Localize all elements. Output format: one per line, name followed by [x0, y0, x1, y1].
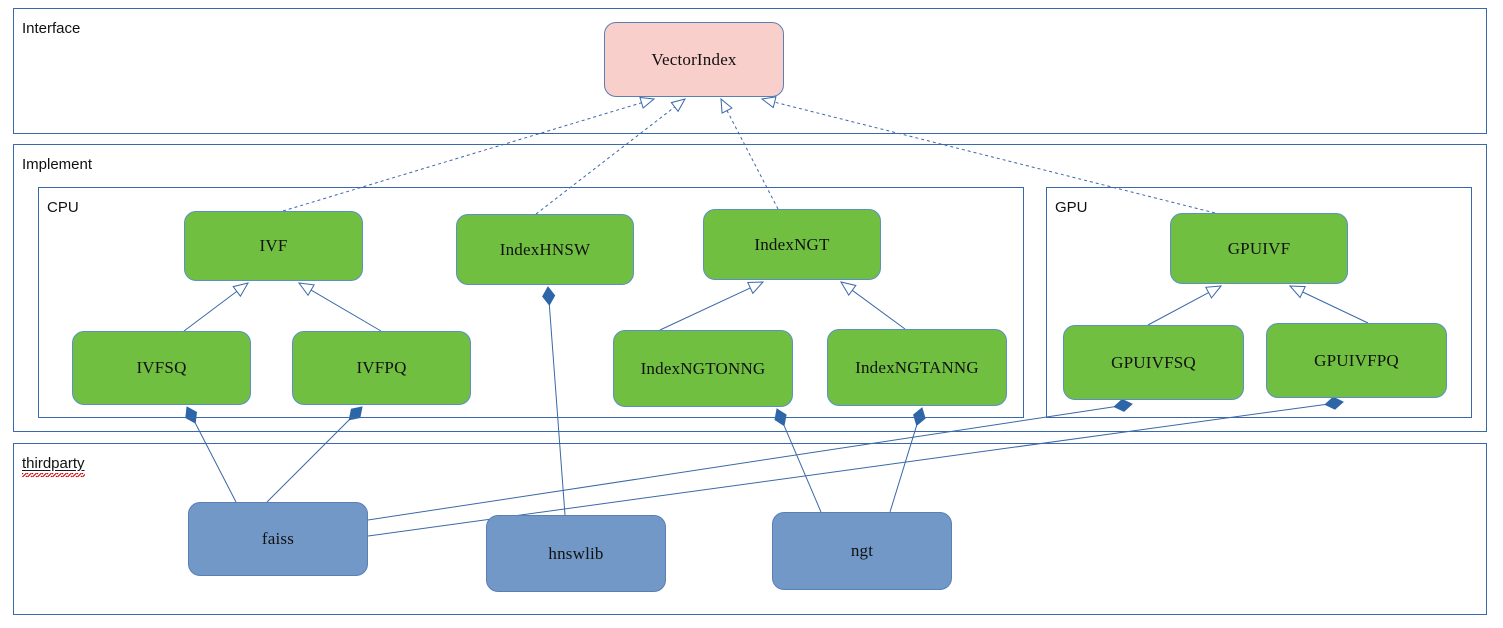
class-node-ngt[interactable]: ngt: [772, 512, 952, 590]
class-node-indexngt[interactable]: IndexNGT: [703, 209, 881, 280]
class-node-label: IVFPQ: [356, 358, 407, 377]
class-node-indexhnsw[interactable]: IndexHNSW: [456, 214, 634, 285]
class-node-label: ngt: [850, 541, 874, 560]
group-label-cpu: CPU: [47, 199, 79, 216]
class-node-label: IndexHNSW: [499, 239, 591, 259]
class-node-indexngtonng[interactable]: IndexNGTONNG: [613, 330, 793, 407]
spellcheck-squiggle-icon: [22, 473, 85, 477]
group-label-implement: Implement: [22, 156, 93, 173]
group-label-thirdparty: thirdparty: [22, 456, 85, 477]
class-node-label: hnswlib: [548, 543, 604, 563]
class-node-indexngtanng[interactable]: IndexNGTANNG: [827, 329, 1007, 406]
class-node-label: GPUIVF: [1227, 238, 1291, 258]
class-node-ivf[interactable]: IVF: [184, 211, 363, 281]
group-label-gpu: GPU: [1055, 199, 1088, 216]
class-node-hnswlib[interactable]: hnswlib: [486, 515, 666, 592]
group-container-thirdparty: [13, 443, 1487, 615]
group-container-implement: [13, 144, 1487, 432]
class-node-label: faiss: [261, 529, 295, 548]
class-node-label: IndexNGTONNG: [640, 358, 766, 378]
class-node-label: GPUIVFSQ: [1111, 352, 1196, 372]
class-node-ivfsq[interactable]: IVFSQ: [72, 331, 251, 405]
class-node-label: IndexNGTANNG: [855, 357, 979, 377]
class-node-label: VectorIndex: [651, 49, 737, 69]
group-container-gpu: [1046, 187, 1472, 418]
class-node-gpuivf[interactable]: GPUIVF: [1170, 213, 1348, 284]
group-container-cpu: [38, 187, 1024, 418]
class-node-ivfpq[interactable]: IVFPQ: [292, 331, 471, 405]
class-node-label: IVFSQ: [136, 358, 187, 377]
class-node-label: IndexNGT: [754, 234, 830, 254]
group-label-interface: Interface: [22, 20, 81, 37]
group-container-interface: [13, 8, 1487, 134]
class-node-label: IVF: [259, 236, 288, 255]
class-node-faiss[interactable]: faiss: [188, 502, 368, 576]
class-node-gpuivfsq[interactable]: GPUIVFSQ: [1063, 325, 1244, 400]
class-node-vectorindex[interactable]: VectorIndex: [604, 22, 784, 97]
class-node-gpuivfpq[interactable]: GPUIVFPQ: [1266, 323, 1447, 398]
class-node-label: GPUIVFPQ: [1314, 350, 1399, 370]
